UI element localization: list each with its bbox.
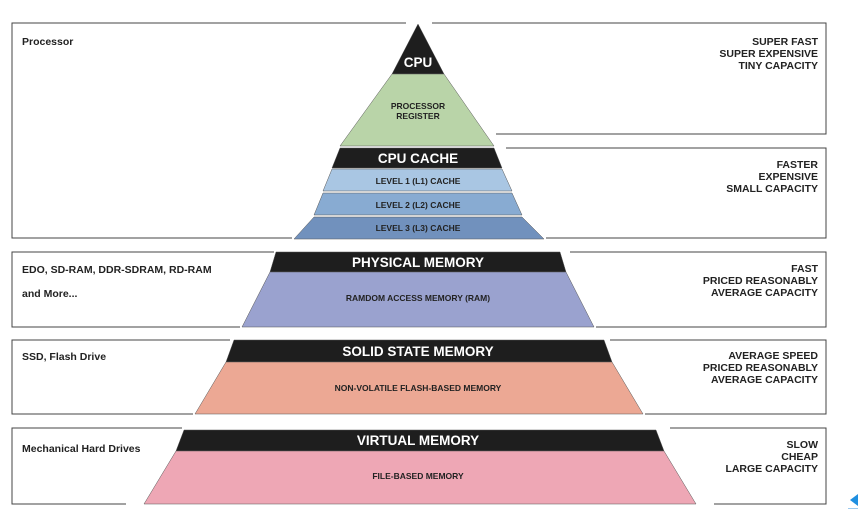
previous-arrow-underline [848, 508, 858, 509]
ram-band [241, 271, 595, 328]
file-based-memory-band [143, 450, 697, 505]
right-box-cache [506, 147, 827, 239]
cpu-right-text-2: SUPER EXPENSIVE [719, 48, 818, 60]
ram-right-text-3: AVERAGE CAPACITY [711, 287, 818, 299]
right-box-hdd [670, 427, 827, 505]
cache-right-text-1: FASTER [777, 159, 819, 171]
ram-label: RAMDOM ACCESS MEMORY (RAM) [346, 293, 490, 303]
ssd-right-text-2: PRICED REASONABLY [703, 362, 818, 374]
ssd-left-text: SSD, Flash Drive [22, 351, 106, 363]
cpu-right-text-1: SUPER FAST [752, 36, 819, 48]
left-box-ram [11, 251, 274, 328]
cpu-left-text: Processor [22, 36, 73, 48]
l3-cache-label: LEVEL 3 (L3) CACHE [376, 223, 461, 233]
hdd-right-text-3: LARGE CAPACITY [725, 463, 818, 475]
processor-register-line1: PROCESSOR [391, 101, 445, 111]
ram-right-text-2: PRICED REASONABLY [703, 275, 818, 287]
pyramid [143, 23, 697, 505]
cpu-cache-title: CPU CACHE [378, 151, 458, 166]
hdd-left-text: Mechanical Hard Drives [22, 443, 141, 455]
left-box-ssd [11, 339, 230, 415]
file-based-memory-label: FILE-BASED MEMORY [372, 471, 464, 481]
right-box-ssd [610, 339, 827, 415]
hdd-right-text-1: SLOW [787, 439, 819, 451]
physical-memory-title: PHYSICAL MEMORY [352, 255, 484, 270]
l1-cache-label: LEVEL 1 (L1) CACHE [376, 176, 461, 186]
l2-cache-band [313, 192, 523, 216]
cache-right-text-3: SMALL CAPACITY [726, 183, 818, 195]
virtual-memory-title: VIRTUAL MEMORY [357, 433, 479, 448]
left-box-top [11, 22, 406, 239]
left-box-hdd [11, 427, 182, 505]
ram-left-text-1: EDO, SD-RAM, DDR-SDRAM, RD-RAM [22, 264, 212, 276]
l2-cache-label: LEVEL 2 (L2) CACHE [376, 200, 461, 210]
processor-register-line2: REGISTER [396, 111, 439, 121]
solid-state-memory-title: SOLID STATE MEMORY [342, 344, 493, 359]
l3-cache-band [293, 216, 545, 240]
cpu-cache-band [331, 147, 503, 169]
ssd-right-text-3: AVERAGE CAPACITY [711, 374, 818, 386]
flash-memory-label: NON-VOLATILE FLASH-BASED MEMORY [335, 383, 502, 393]
hdd-right-text-2: CHEAP [781, 451, 818, 463]
flash-memory-band [194, 361, 644, 415]
ram-left-text-2: and More... [22, 288, 78, 300]
ram-right-text-1: FAST [791, 263, 818, 275]
right-box-ram [570, 251, 827, 328]
right-box-top [432, 22, 827, 135]
tier-boxes [11, 22, 827, 505]
cpu-right-text-3: TINY CAPACITY [738, 60, 818, 72]
processor-register-band [339, 73, 495, 147]
cache-right-text-2: EXPENSIVE [758, 171, 818, 183]
previous-arrow-icon[interactable] [850, 494, 858, 506]
cpu-title: CPU [404, 55, 433, 70]
l1-cache-band [322, 168, 513, 192]
ssd-right-text-1: AVERAGE SPEED [728, 350, 818, 362]
